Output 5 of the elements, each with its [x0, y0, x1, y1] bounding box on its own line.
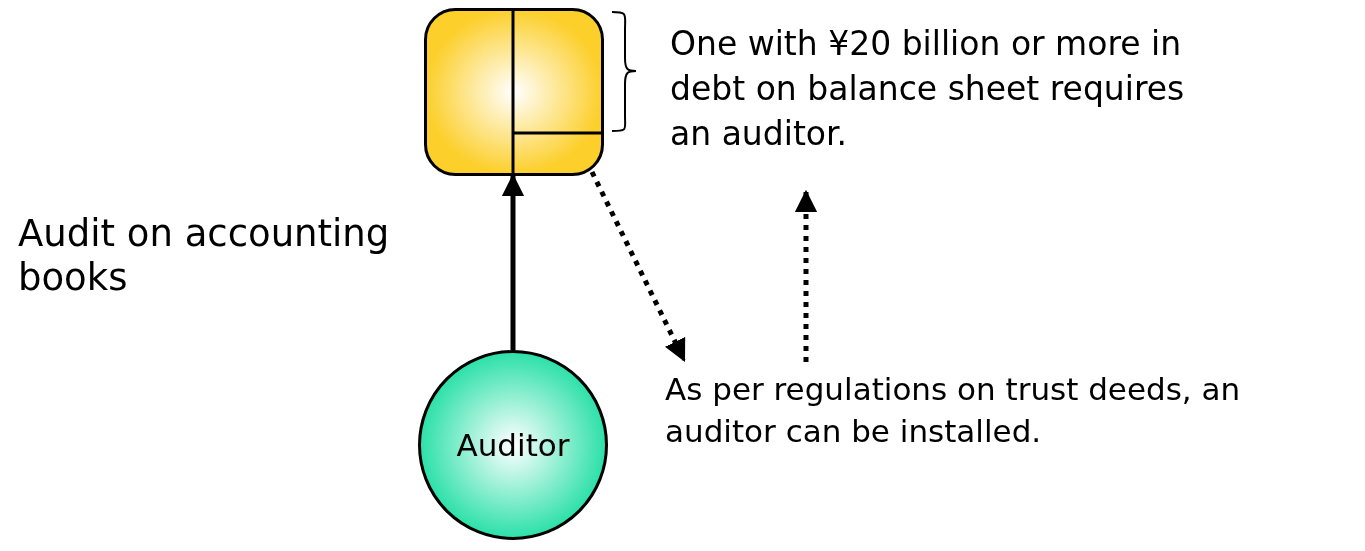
- node-label: Auditor: [455, 427, 571, 463]
- note-text: As per regulations on trust deeds, an auditor can be installed.: [665, 370, 1242, 452]
- arrow: [794, 189, 818, 362]
- arrow: [589, 170, 687, 362]
- note-text: One with ¥20 billion or more in debt on balance sheet requires an auditor.: [670, 23, 1186, 155]
